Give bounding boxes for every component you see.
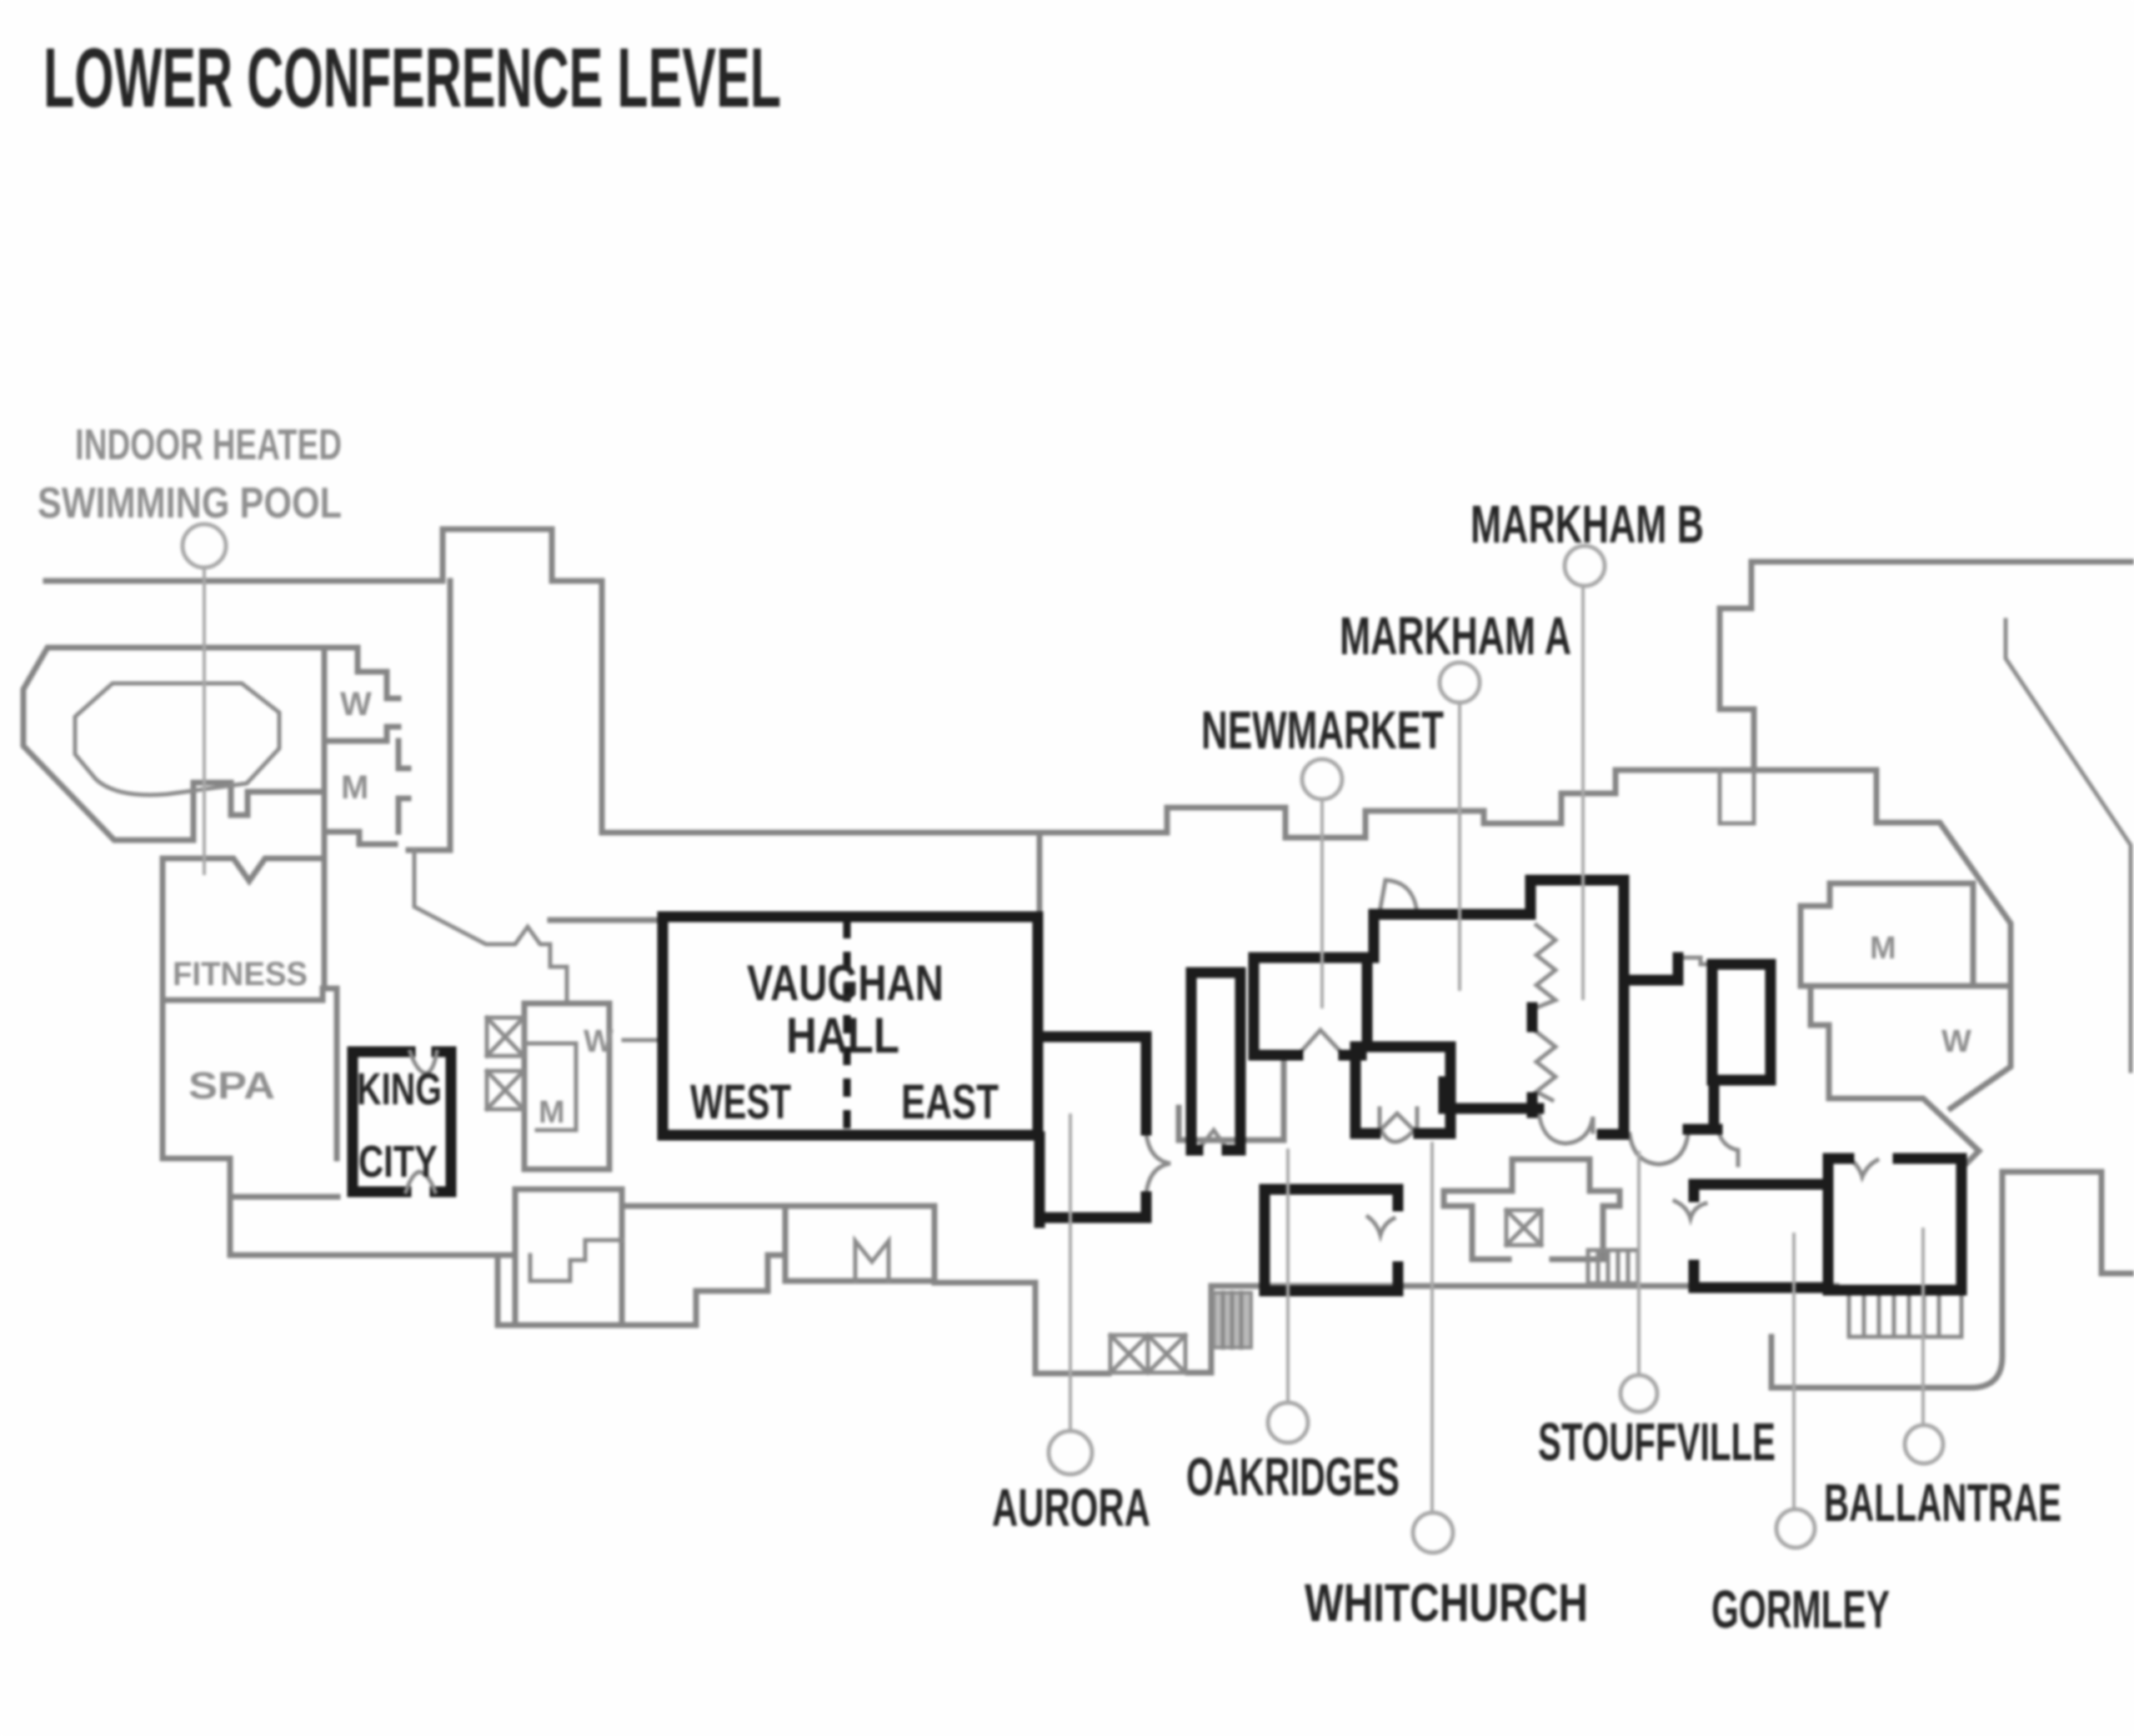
svg-text:AURORA: AURORA [992,1478,1150,1538]
svg-text:M: M [539,1095,565,1130]
svg-text:BALLANTRAE: BALLANTRAE [1824,1473,2061,1533]
svg-text:KING: KING [357,1064,442,1114]
svg-text:EAST: EAST [901,1075,999,1129]
svg-text:MARKHAM A: MARKHAM A [1340,606,1571,666]
svg-text:WEST: WEST [690,1075,791,1129]
svg-text:OAKRIDGES: OAKRIDGES [1186,1447,1400,1507]
svg-text:LOWER CONFERENCE LEVEL: LOWER CONFERENCE LEVEL [43,32,781,125]
svg-text:NEWMARKET: NEWMARKET [1201,700,1444,760]
svg-text:HALL: HALL [786,1008,899,1063]
svg-text:INDOOR HEATED: INDOOR HEATED [75,421,342,469]
svg-text:GORMLEY: GORMLEY [1711,1579,1890,1639]
svg-text:CITY: CITY [358,1137,438,1187]
svg-text:M: M [1870,931,1896,966]
svg-text:VAUGHAN: VAUGHAN [747,955,944,1011]
svg-text:STOUFFVILLE: STOUFFVILLE [1538,1412,1776,1472]
svg-text:W: W [1941,1024,1971,1059]
svg-text:WHITCHURCH: WHITCHURCH [1305,1573,1588,1633]
svg-text:FITNESS: FITNESS [173,956,308,993]
svg-text:W: W [340,686,372,723]
svg-text:MARKHAM B: MARKHAM B [1470,494,1704,554]
svg-text:W: W [584,1024,614,1059]
svg-text:M: M [341,769,368,806]
svg-text:SPA: SPA [188,1064,275,1107]
svg-text:SWIMMING POOL: SWIMMING POOL [38,479,342,528]
